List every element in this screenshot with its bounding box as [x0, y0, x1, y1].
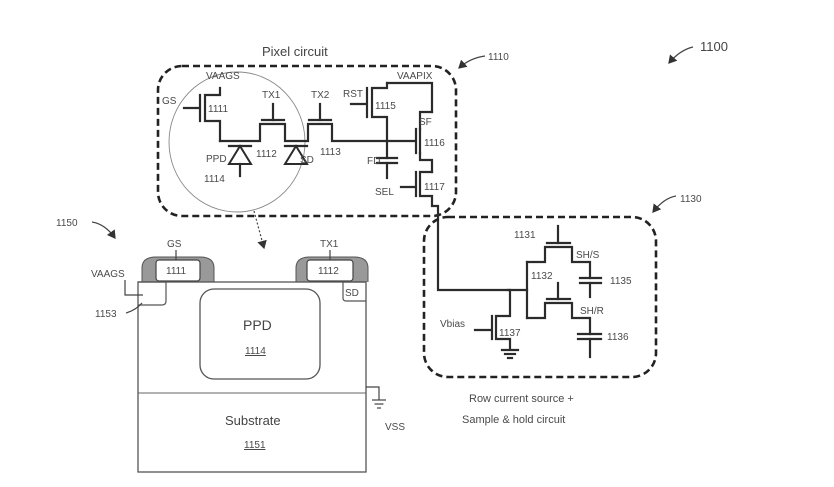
label-1136: 1136 — [607, 332, 629, 343]
region-sd — [342, 281, 366, 302]
label-1116: 1116 — [424, 138, 445, 149]
cs-label-sd: SD — [345, 288, 359, 299]
cs-label-1153: 1153 — [95, 309, 117, 320]
cs-label-gs: GS — [167, 239, 182, 250]
ref-arrow — [668, 46, 694, 64]
label-1135: 1135 — [610, 276, 632, 287]
label-sd: SD — [300, 155, 314, 166]
ref-1153-leader — [125, 302, 143, 314]
sample-hold-caption-2: Sample & hold circuit — [462, 414, 565, 426]
pixel-circuit-ref: 1110 — [488, 52, 509, 63]
vss-ground: VSS — [366, 386, 405, 433]
label-fd: FD — [367, 156, 380, 167]
transistor-1115: RST 1115 VAAPIX — [343, 71, 434, 143]
label-1117: 1117 — [424, 182, 445, 193]
label-1113: 1113 — [320, 147, 341, 158]
label-rst: RST — [343, 89, 363, 100]
label-sf: SF — [419, 117, 432, 128]
column-line — [436, 214, 510, 292]
cs-label-ppd: PPD — [243, 317, 272, 333]
label-1137: 1137 — [499, 328, 521, 339]
label-tx2: TX2 — [311, 90, 330, 101]
figure-ref-1100: 1100 — [668, 39, 728, 64]
transistor-tx1: TX1 1112 — [256, 90, 286, 160]
cs-label-vss: VSS — [385, 422, 405, 433]
transistor-1111: VAAGS GS 1111 — [162, 71, 240, 143]
cross-section-ref-arrow — [91, 221, 116, 239]
transistor-1117: 1117 — [399, 170, 445, 218]
label-sel: SEL — [375, 187, 394, 198]
pixel-circuit-title: Pixel circuit — [262, 44, 328, 59]
cs-label-tx1: TX1 — [320, 239, 339, 250]
transistor-1116: SF 1116 — [385, 110, 445, 174]
label-1114: 1114 — [204, 174, 225, 185]
cs-label-1111: 1111 — [166, 266, 186, 277]
capacitor-1136: 1136 — [576, 332, 629, 359]
label-gs: GS — [162, 96, 177, 107]
label-tx1: TX1 — [262, 90, 281, 101]
label-1115: 1115 — [375, 101, 396, 112]
label-1131: 1131 — [514, 230, 536, 241]
diode-sd: SD — [283, 144, 314, 166]
gate-1112: TX1 1112 — [295, 239, 369, 282]
label-1111: 1111 — [208, 104, 228, 115]
label-ppd: PPD — [206, 154, 227, 165]
label-vbias: Vbias — [440, 319, 465, 330]
cross-section: 1150 GS 1111 TX1 1112 VAAGS 1153 SD — [56, 218, 405, 473]
transistor-tx2: TX2 1113 — [307, 90, 341, 158]
cs-label-vaags: VAAGS — [91, 269, 125, 280]
capacitor-fd: FD SEL — [367, 139, 399, 198]
cs-label-substrate: Substrate — [225, 413, 281, 428]
ref-label: 1100 — [700, 39, 728, 54]
vaags-lead — [124, 280, 143, 296]
cs-label-1151: 1151 — [244, 440, 266, 451]
region-1153 — [138, 281, 167, 306]
transfer-net — [218, 122, 389, 143]
transistor-1137: Vbias 1137 — [440, 288, 521, 360]
pixel-circuit-boundary — [156, 64, 458, 218]
transistor-1132: 1132 SH/R — [525, 271, 604, 336]
cross-section-ref: 1150 — [56, 218, 78, 229]
label-vaapix: VAAPIX — [397, 71, 433, 82]
region-ppd — [199, 288, 321, 380]
sample-hold-ref: 1130 — [680, 194, 702, 205]
sample-hold-boundary — [422, 215, 658, 379]
capacitor-1135: 1135 — [578, 276, 632, 299]
sh-ref-arrow — [652, 195, 677, 213]
label-1112: 1112 — [256, 149, 277, 160]
pixel-circuit: Pixel circuit 1110 VAAGS GS 1111 TX1 111… — [156, 44, 509, 250]
label-vaags: VAAGS — [206, 71, 240, 82]
sample-hold-circuit: 1130 Vbias 1137 1131 SH/S 1 — [422, 194, 702, 426]
label-shr: SH/R — [580, 306, 604, 317]
diode-ppd: PPD 1114 — [204, 144, 253, 185]
pixel-ref-arrow — [458, 55, 486, 69]
gate-1111: GS 1111 — [141, 239, 215, 282]
label-shs: SH/S — [576, 250, 600, 261]
label-1132: 1132 — [531, 271, 553, 282]
transistor-1131: 1131 SH/S — [514, 224, 600, 280]
sample-hold-caption-1: Row current source + — [469, 393, 574, 405]
cs-label-1114: 1114 — [245, 346, 266, 357]
cs-label-1112: 1112 — [318, 266, 339, 277]
